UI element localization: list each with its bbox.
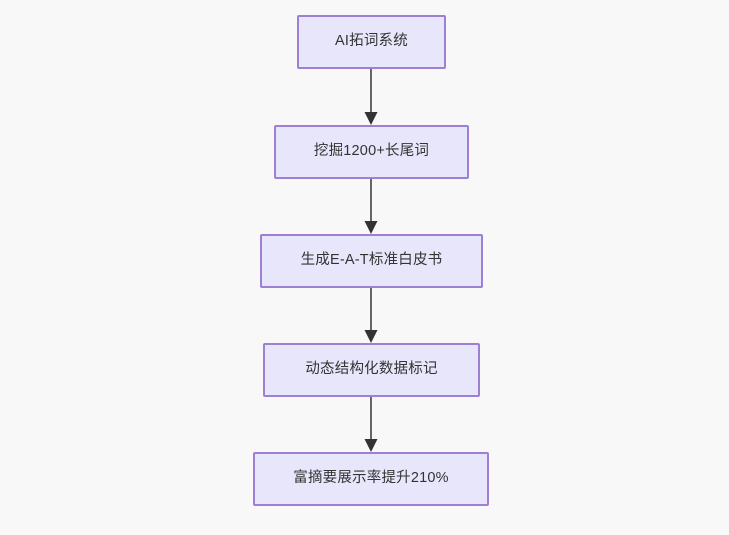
arrowhead-icon xyxy=(364,439,378,452)
flow-node-label: 动态结构化数据标记 xyxy=(305,361,438,378)
flow-node-label: 富摘要展示率提升210% xyxy=(293,470,449,487)
arrowhead-icon xyxy=(364,330,378,343)
arrowhead-icon xyxy=(364,221,378,234)
edge-n3-n4 xyxy=(364,288,378,343)
flow-node-generate-eat-whitepaper[interactable]: 生成E-A-T标准白皮书 xyxy=(260,234,483,288)
edge-n4-n5 xyxy=(364,397,378,452)
flow-node-label: 生成E-A-T标准白皮书 xyxy=(300,252,443,269)
flow-node-rich-snippet-impression-lift[interactable]: 富摘要展示率提升210% xyxy=(253,452,489,506)
flow-node-label: 挖掘1200+长尾词 xyxy=(313,143,430,160)
arrowhead-icon xyxy=(364,112,378,125)
edge-n1-n2 xyxy=(364,69,378,125)
edge-n2-n3 xyxy=(364,179,378,234)
flow-node-ai-keyword-system[interactable]: AI拓词系统 xyxy=(297,15,446,69)
flow-node-mine-longtail-keywords[interactable]: 挖掘1200+长尾词 xyxy=(274,125,469,179)
flow-node-dynamic-structured-data-markup[interactable]: 动态结构化数据标记 xyxy=(263,343,480,397)
flow-node-label: AI拓词系统 xyxy=(335,33,408,50)
